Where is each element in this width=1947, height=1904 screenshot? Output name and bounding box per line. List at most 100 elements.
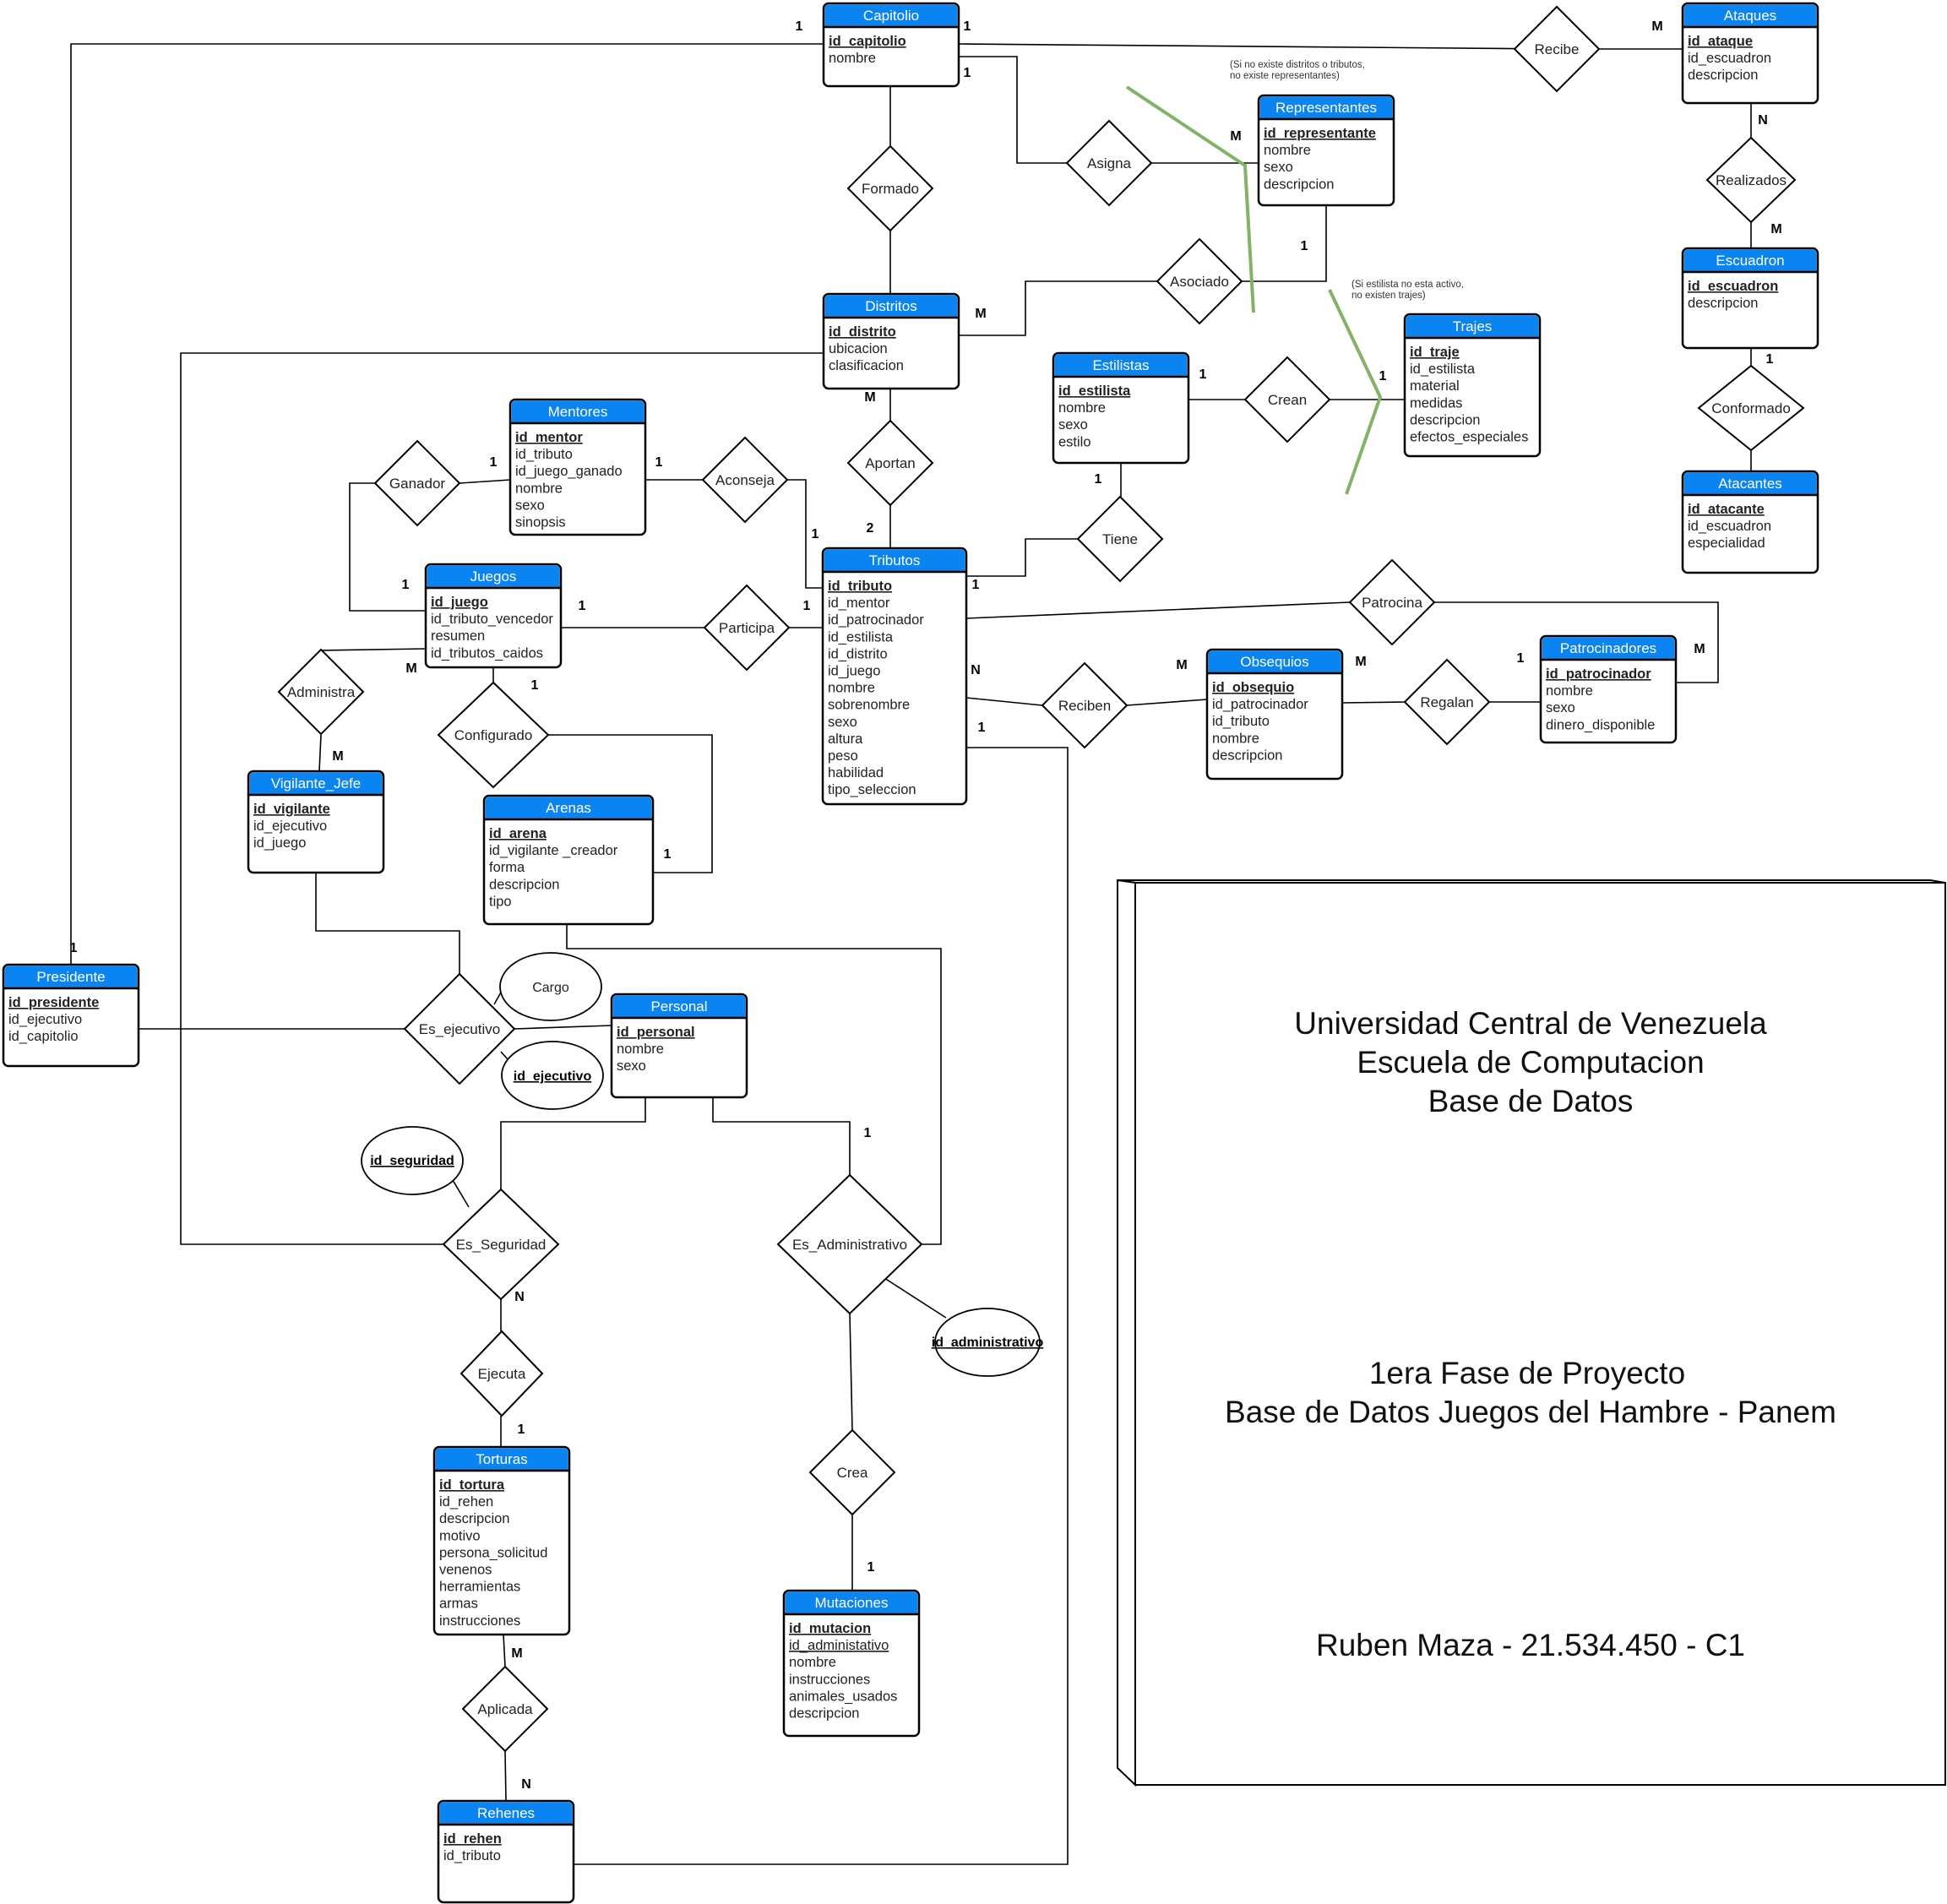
- cardinality-label: 1: [964, 19, 971, 34]
- attribute: id_juego: [253, 835, 306, 851]
- attribute: sexo: [828, 715, 857, 730]
- cardinality-label: N: [514, 1290, 525, 1304]
- entity-juegos[interactable]: Juegosid_juegoid_tributo_vencedorresumen…: [424, 563, 563, 669]
- cardinality-label: 1: [812, 527, 819, 541]
- relationship-tiene[interactable]: Tiene: [1076, 495, 1164, 583]
- relationship-diamond: [703, 584, 791, 672]
- attribute-ellipses: Cargoid_ejecutivoid_seguridadid_administ…: [361, 952, 1043, 1377]
- relationship-ejecuta[interactable]: Ejecuta: [460, 1330, 544, 1417]
- relationship-diamond: [1348, 558, 1436, 646]
- relationship-crean[interactable]: Crean: [1243, 356, 1331, 443]
- attribute: id_ejecutivo: [253, 819, 327, 834]
- cardinality-label: 1: [803, 599, 811, 613]
- cardinality-label: 1: [972, 578, 980, 592]
- attribute: id_escuadron: [1688, 51, 1771, 66]
- relationship-diamond: [442, 1188, 560, 1301]
- relationship-aplicada[interactable]: Aplicada: [461, 1665, 549, 1753]
- entity-distritos[interactable]: Distritosid_distritoubicacionclasificaci…: [822, 292, 960, 390]
- cardinality-label: N: [971, 663, 981, 677]
- connector-line: [966, 538, 1078, 577]
- relationship-conformado[interactable]: Conformado: [1697, 364, 1805, 452]
- attribute: id_juego_ganado: [515, 464, 623, 479]
- relationship-label: Es_ejecutivo: [419, 1021, 500, 1037]
- entity-tributos[interactable]: Tributosid_tributoid_mentorid_patrocinad…: [821, 547, 968, 806]
- attribute-ellipse-label: Cargo: [532, 981, 569, 995]
- cardinality-label: 1: [978, 721, 986, 735]
- entity-box: [2, 963, 140, 1068]
- relationship-aportan[interactable]: Aportan: [846, 419, 934, 507]
- relationship-recibe[interactable]: Recibe: [1513, 5, 1601, 93]
- relationship-diamond: [1065, 119, 1153, 207]
- entity-title: Escuadron: [1716, 253, 1784, 269]
- cardinality-label: 1: [1379, 369, 1387, 384]
- attribute-ellipse-shape: [361, 1126, 464, 1195]
- attribute: nombre: [617, 1042, 664, 1057]
- relationship-es-ejecutivo[interactable]: Es_ejecutivo: [403, 972, 516, 1085]
- entity-title: Estilistas: [1092, 357, 1149, 373]
- relationship-es-seguridad[interactable]: Es_Seguridad: [442, 1188, 560, 1301]
- attribute-ellipse-shape: [499, 952, 602, 1021]
- relationship-diamond: [846, 144, 934, 232]
- entity-patrocinadores[interactable]: Patrocinadoresid_patrocinadornombresexod…: [1539, 634, 1678, 744]
- relationship-regalan[interactable]: Regalan: [1403, 658, 1491, 746]
- relationship-asociado[interactable]: Asociado: [1156, 237, 1243, 325]
- attribute: id_juego: [828, 664, 880, 679]
- entity-header: [249, 772, 383, 795]
- attribute: id_tributo: [515, 447, 573, 462]
- relationship-es-administrativo[interactable]: Es_Administrativo: [776, 1173, 923, 1315]
- entity-obsequios[interactable]: Obsequiosid_obsequioid_patrocinadorid_tr…: [1205, 648, 1344, 781]
- connector-line: [548, 734, 713, 873]
- connector-line: [70, 43, 824, 965]
- attribute: herramientas: [439, 1580, 520, 1595]
- entity-mentores[interactable]: Mentoresid_mentorid_tributoid_juego_gana…: [509, 398, 647, 536]
- connector-line: [965, 601, 1351, 619]
- entity-title: Obsequios: [1240, 654, 1308, 670]
- entity-trajes[interactable]: Trajesid_trajeid_estilistamaterialmedida…: [1403, 313, 1542, 458]
- entity-torturas[interactable]: Torturasid_torturaid_rehendescripcionmot…: [432, 1445, 571, 1636]
- relationship-configurado[interactable]: Configurado: [437, 681, 550, 789]
- relationship-label: Asociado: [1170, 274, 1229, 290]
- relationship-administra[interactable]: Administra: [277, 648, 365, 736]
- entity-header: [1542, 637, 1675, 660]
- cardinality-label: 1: [796, 19, 803, 34]
- connector-line: [849, 1313, 853, 1431]
- relationship-diamond: [277, 648, 365, 736]
- relationship-label: Aplicada: [477, 1701, 533, 1717]
- relationship-asigna[interactable]: Asigna: [1065, 119, 1153, 207]
- relationship-realizados[interactable]: Realizados: [1705, 136, 1797, 224]
- primary-key-attribute: id_obsequio: [1212, 680, 1294, 695]
- attribute: animales_usados: [789, 1689, 897, 1704]
- entity-presidente[interactable]: Presidenteid_presidenteid_ejecutivoid_ca…: [2, 963, 140, 1068]
- entity-atacantes[interactable]: Atacantesid_atacanteid_escuadronespecial…: [1681, 470, 1819, 574]
- relationship-participa[interactable]: Participa: [703, 584, 791, 672]
- entity-vigilante[interactable]: Vigilante_Jefeid_vigilanteid_ejecutivoid…: [247, 770, 385, 874]
- attribute: sobrenombre: [828, 698, 910, 713]
- connector-line: [459, 479, 511, 484]
- relationship-crea[interactable]: Crea: [808, 1428, 896, 1516]
- connector-line: [500, 1097, 646, 1189]
- relationship-diamond: [1041, 661, 1128, 749]
- attribute: id_vigilante _creador: [489, 843, 618, 858]
- attribute: medidas: [1410, 395, 1462, 411]
- attribute: id_ejecutivo: [8, 1012, 82, 1027]
- attribute: id_tributos_caidos: [431, 645, 543, 661]
- relationship-reciben[interactable]: Reciben: [1041, 661, 1128, 749]
- attribute: id_distrito: [828, 646, 888, 661]
- relationship-aconseja[interactable]: Aconseja: [701, 436, 789, 524]
- relationship-patrocina[interactable]: Patrocina: [1348, 558, 1436, 646]
- entity-representantes[interactable]: Representantesid_representantenombresexo…: [1257, 94, 1395, 207]
- relationship-formado[interactable]: Formado: [846, 144, 934, 232]
- entity-mutaciones[interactable]: Mutacionesid_mutacionid_administativonom…: [782, 1589, 921, 1738]
- attribute: venenos: [439, 1563, 492, 1578]
- entity-header: [439, 1802, 573, 1825]
- relationship-ganador[interactable]: Ganador: [373, 439, 461, 527]
- cardinality-label: 1: [531, 678, 539, 693]
